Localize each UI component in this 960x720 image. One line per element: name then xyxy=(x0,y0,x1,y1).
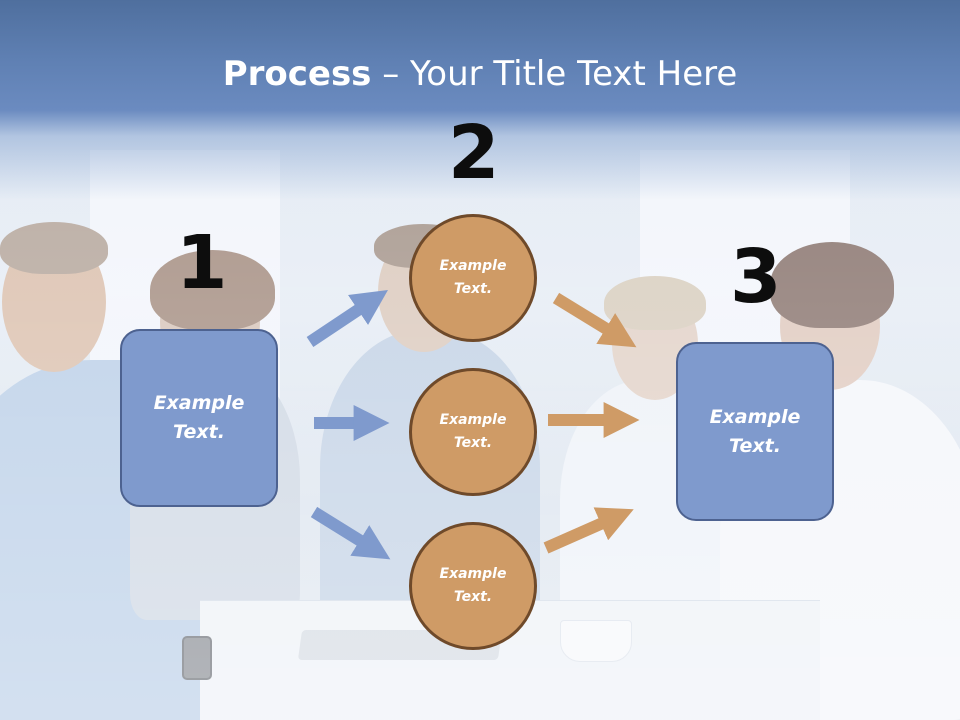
output-box: Example Text. xyxy=(676,342,834,521)
input-box-label: Example Text. xyxy=(153,392,245,443)
step-number-2: 2 xyxy=(448,110,500,196)
slide-title: Process – Your Title Text Here xyxy=(0,52,960,96)
step-number-3: 3 xyxy=(730,234,782,320)
process-circle-1: Example Text. xyxy=(409,214,537,342)
arrow-from-circle-3 xyxy=(543,507,634,554)
circle-label: Example Text. xyxy=(439,412,507,451)
step-number-1: 1 xyxy=(176,220,228,306)
circle-label: Example Text. xyxy=(439,566,507,605)
circle-label: Example Text. xyxy=(439,258,507,297)
output-box-label: Example Text. xyxy=(709,405,801,457)
process-circle-3: Example Text. xyxy=(409,522,537,650)
wristwatch xyxy=(182,636,212,680)
process-circle-2: Example Text. xyxy=(409,368,537,496)
arrow-to-circle-3 xyxy=(310,506,391,560)
input-box: Example Text. xyxy=(120,329,278,507)
title-rest: – Your Title Text Here xyxy=(371,54,738,94)
coffee-cup xyxy=(560,620,632,662)
arrow-from-circle-1 xyxy=(552,292,637,348)
header-band xyxy=(0,0,960,200)
title-bold: Process xyxy=(222,54,372,94)
arrow-to-circle-1 xyxy=(306,290,388,347)
